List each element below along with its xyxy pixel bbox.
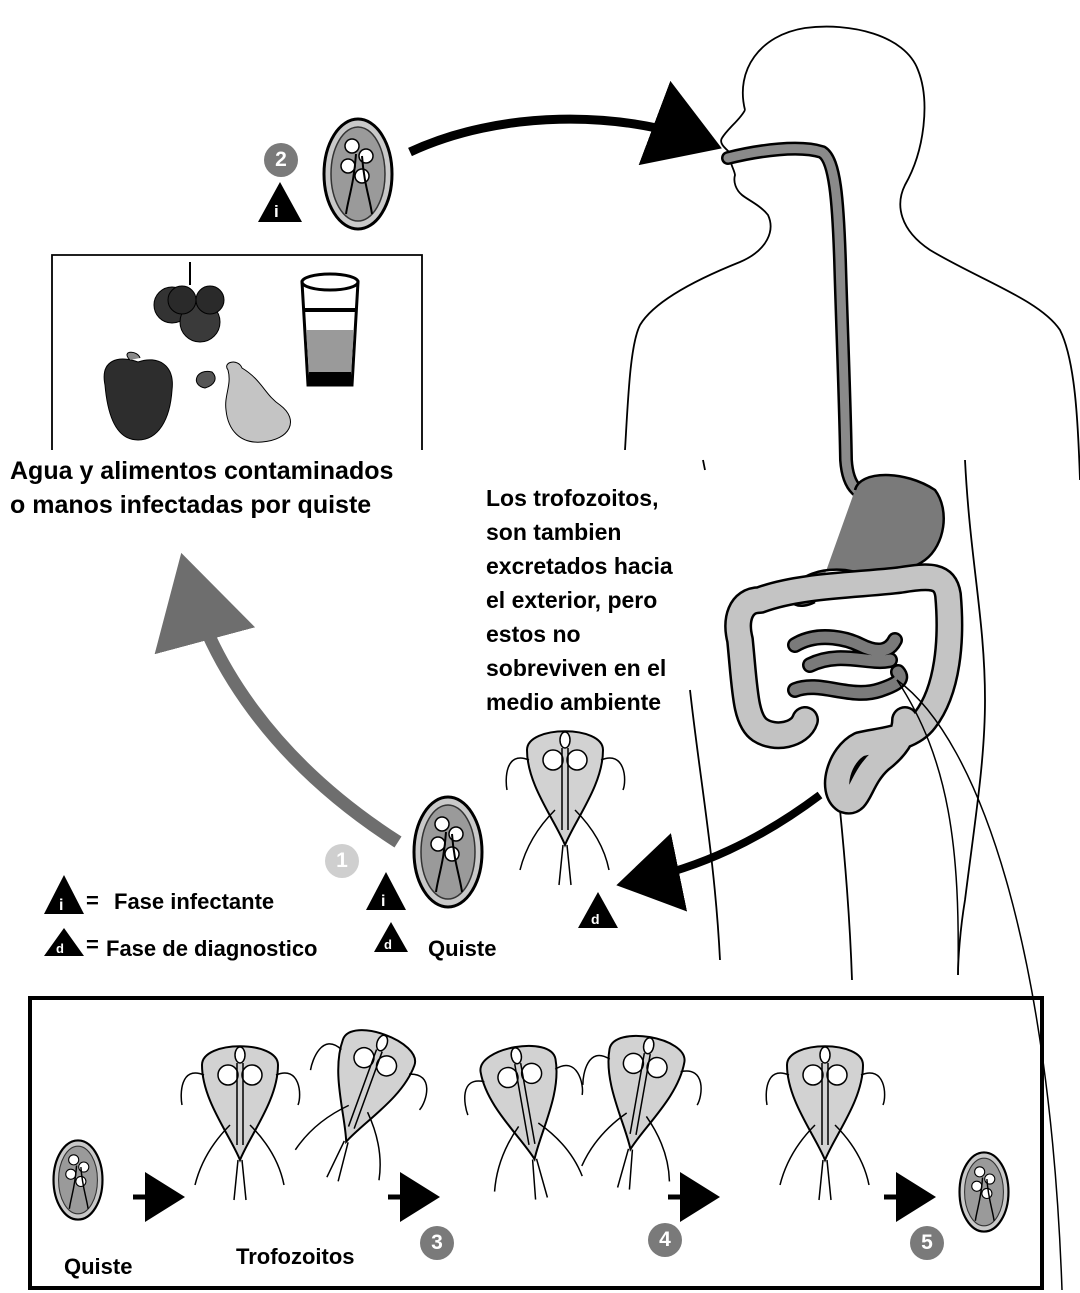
cyst-icon bbox=[324, 119, 392, 229]
infective-marker: i bbox=[44, 875, 84, 914]
trophozoite-icon bbox=[506, 731, 624, 885]
legend-infective-eq: = bbox=[86, 888, 99, 914]
cyst-icon bbox=[54, 1140, 103, 1219]
diagnostic-marker: d bbox=[44, 928, 84, 956]
trophozoite-icon bbox=[181, 1046, 299, 1200]
return-arrow bbox=[188, 578, 398, 842]
stage-badge-2: 2 bbox=[264, 143, 298, 177]
note-line: estos no bbox=[486, 617, 736, 651]
source-caption: Agua y alimentos contaminados o manos in… bbox=[10, 454, 470, 522]
pear-icon bbox=[196, 362, 290, 442]
note-line: el exterior, pero bbox=[486, 583, 736, 617]
source-caption-line: Agua y alimentos contaminados bbox=[10, 454, 470, 488]
cycle-cyst-label: Quiste bbox=[428, 936, 496, 962]
excretion-arrow bbox=[632, 795, 820, 882]
box-cyst-label: Quiste bbox=[64, 1254, 132, 1280]
svg-text:i: i bbox=[274, 202, 279, 221]
ingestion-arrow bbox=[410, 119, 705, 152]
trophozoite-icon bbox=[566, 1027, 709, 1199]
stage-badge-1: 1 bbox=[325, 844, 359, 878]
diagnostic-marker: d bbox=[374, 922, 408, 952]
trophozoite-icon bbox=[277, 1015, 441, 1200]
berries-icon bbox=[154, 262, 224, 342]
svg-text:d: d bbox=[591, 911, 600, 927]
trophozoite-icon bbox=[457, 1037, 600, 1209]
legend-diagnostic-label: Fase de diagnostico bbox=[106, 936, 318, 962]
cyst-icon bbox=[960, 1152, 1009, 1231]
diagnostic-marker: d bbox=[578, 892, 618, 928]
note-line: Los trofozoitos, bbox=[486, 481, 736, 515]
water-glass-icon bbox=[302, 274, 358, 385]
note-line: son tambien bbox=[486, 515, 736, 549]
legend-diagnostic-eq: = bbox=[86, 932, 99, 958]
box-trophozoites-label: Trofozoitos bbox=[236, 1244, 355, 1270]
cyst-icon bbox=[414, 797, 482, 907]
svg-text:i: i bbox=[59, 897, 63, 914]
source-caption-line: o manos infectadas por quiste bbox=[10, 488, 470, 522]
food-source-box bbox=[52, 255, 422, 450]
svg-text:d: d bbox=[56, 941, 64, 956]
trophozoite-note: Los trofozoitos, son tambien excretados … bbox=[486, 481, 736, 719]
trophozoite-icon bbox=[766, 1046, 884, 1200]
infective-marker: i bbox=[258, 182, 302, 222]
stage-badge-3: 3 bbox=[420, 1226, 454, 1260]
svg-text:i: i bbox=[381, 893, 385, 910]
note-line: medio ambiente bbox=[486, 685, 736, 719]
stage-badge-5: 5 bbox=[910, 1226, 944, 1260]
infective-marker: i bbox=[366, 872, 406, 910]
note-line: sobreviven en el bbox=[486, 651, 736, 685]
stage-badge-4: 4 bbox=[648, 1223, 682, 1257]
digestive-tract-icon bbox=[728, 149, 1062, 1290]
note-line: excretados hacia bbox=[486, 549, 736, 583]
legend-infective-label: Fase infectante bbox=[114, 889, 274, 915]
apple-icon bbox=[104, 352, 172, 440]
svg-text:d: d bbox=[384, 937, 392, 952]
